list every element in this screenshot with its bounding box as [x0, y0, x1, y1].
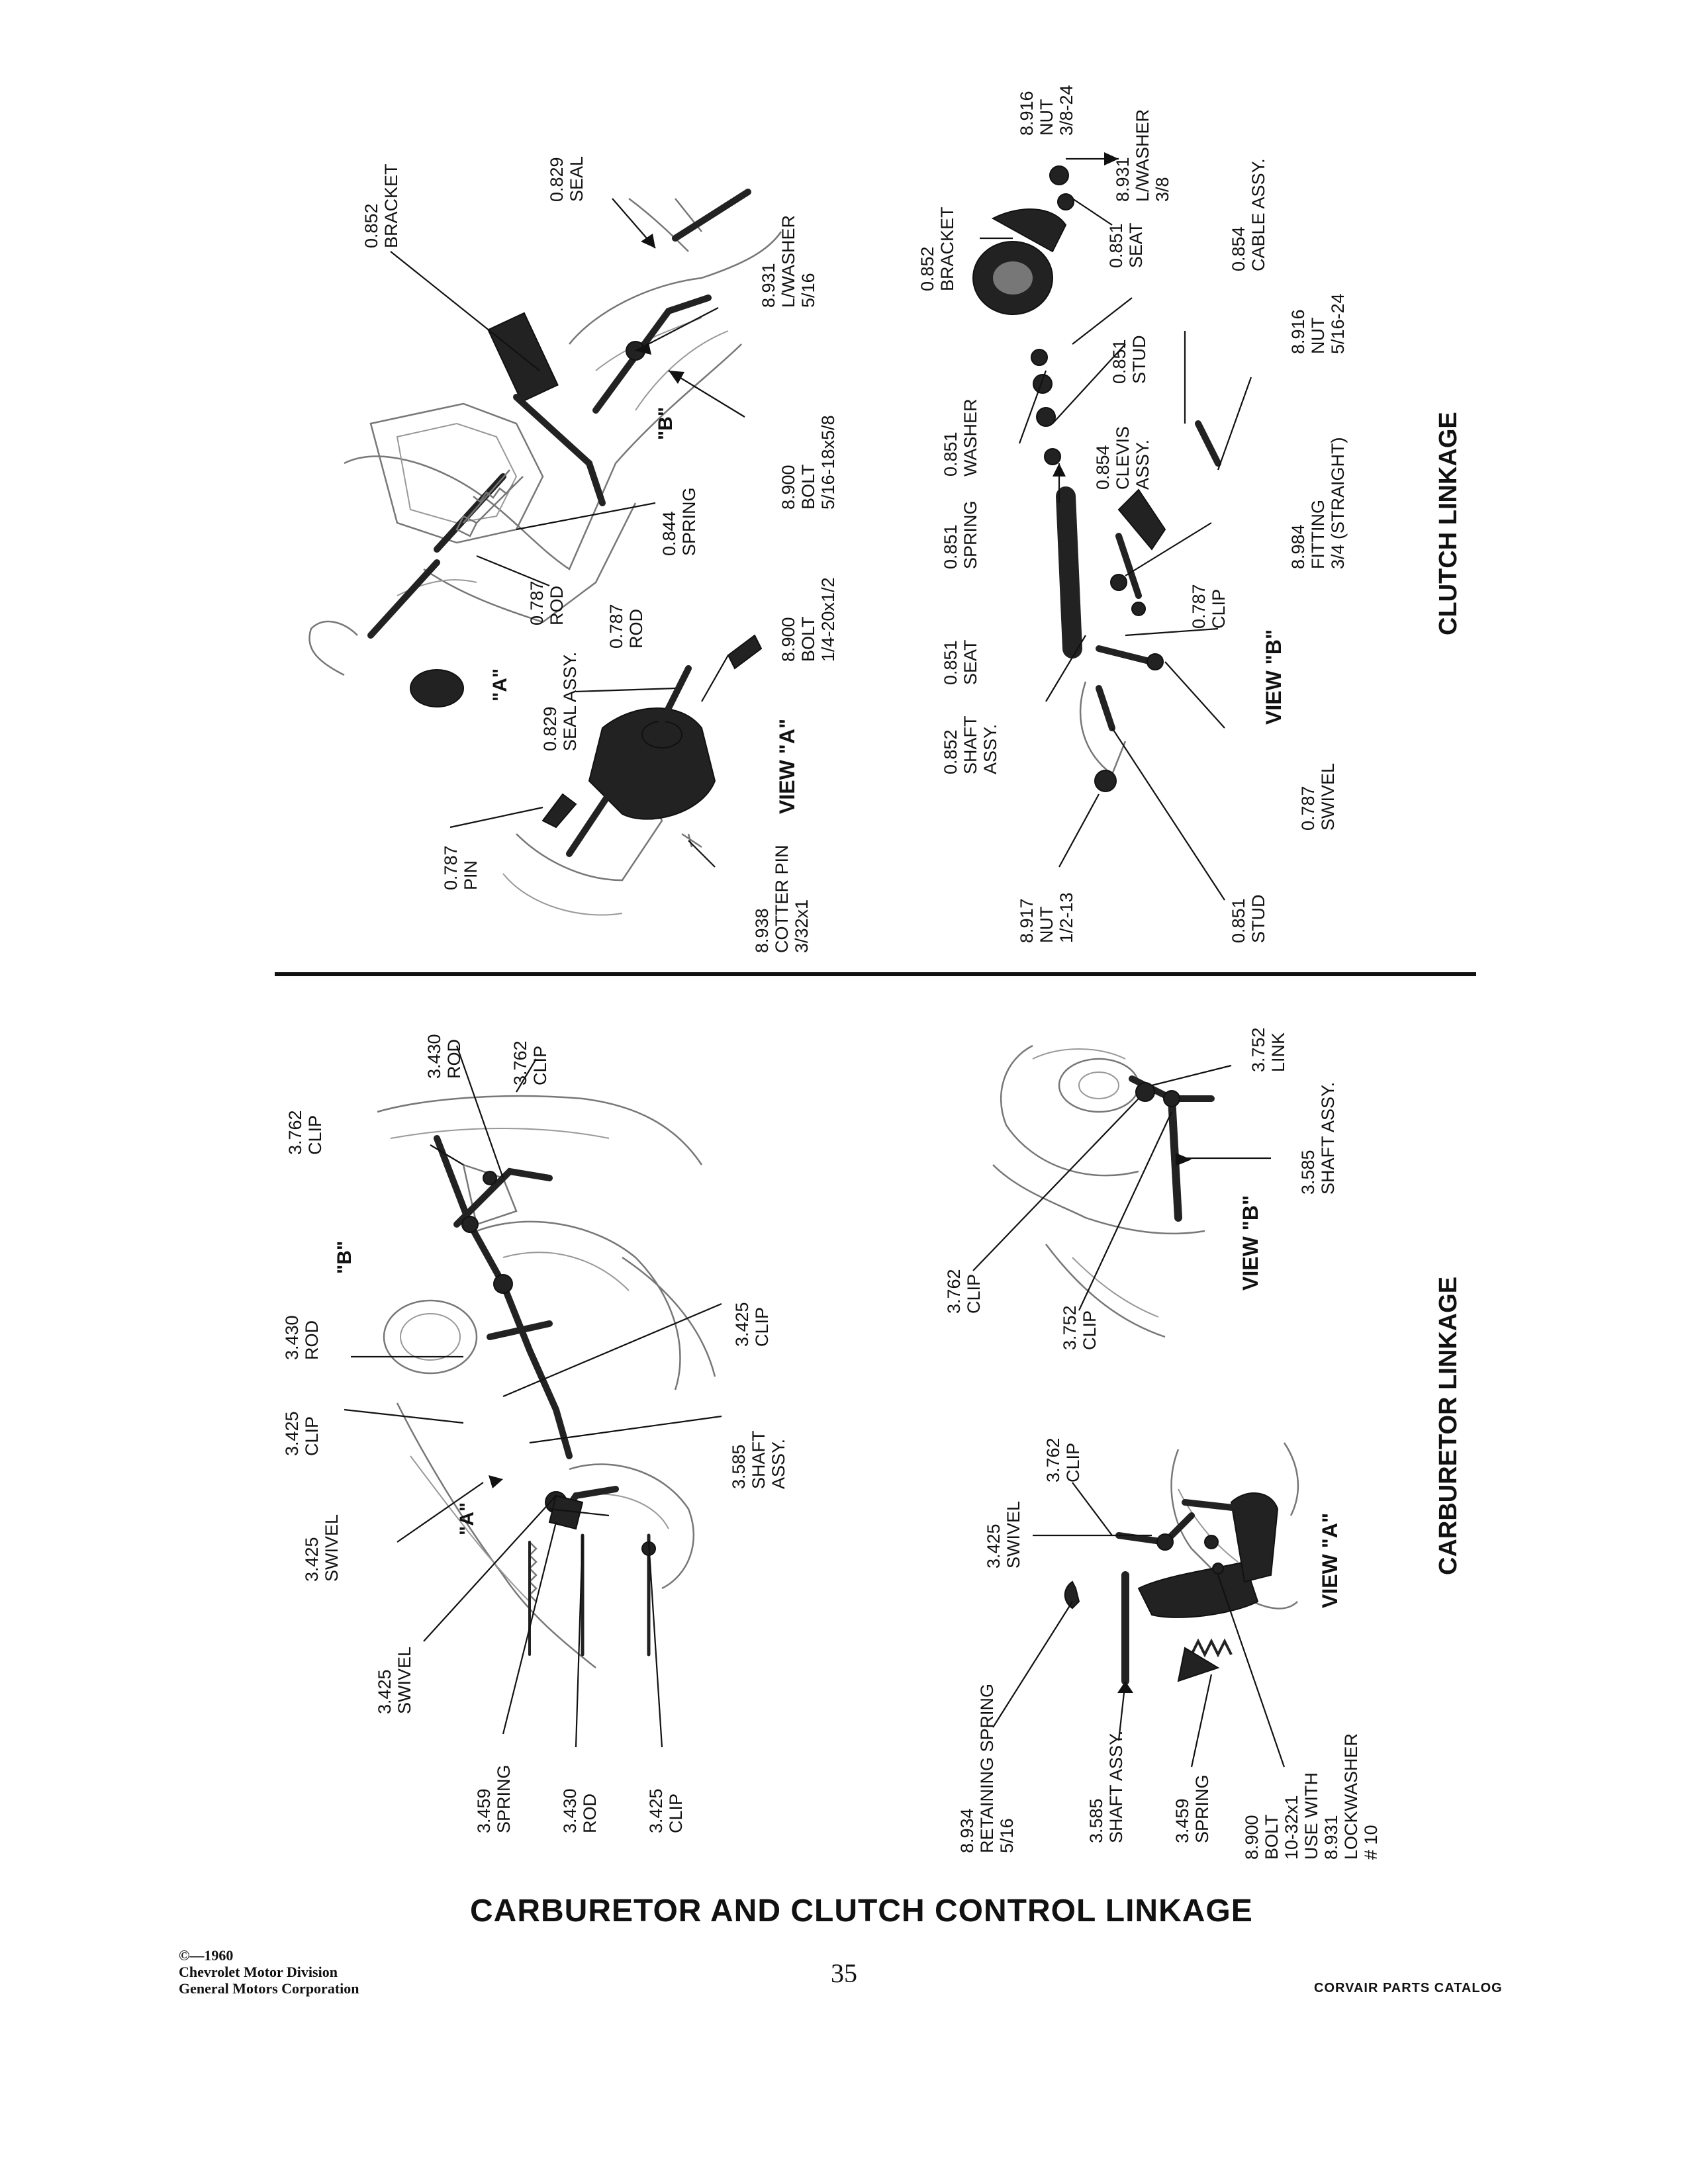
label-8931-lwasher-5-16: 8.931L/WASHER5/16	[759, 215, 818, 308]
label-0852-bracket: 0.852BRACKET	[361, 163, 401, 248]
label-0787-swivel: 0.787SWIVEL	[1298, 763, 1338, 831]
label-0851-seat-a: 0.851SEAT	[1106, 222, 1146, 268]
label-8938-cotter-pin: 8.938COTTER PIN3/32x1	[752, 844, 812, 953]
page-number: 35	[831, 1958, 857, 1988]
label-8916-nut-5-16: 8.916NUT5/16-24	[1288, 293, 1348, 354]
label-0852-bracket-b: 0.852BRACKET	[917, 206, 957, 291]
copyright-block: ©—1960 Chevrolet Motor Division General …	[179, 1947, 359, 1997]
label-view-a-carb: VIEW "A"	[1318, 1513, 1342, 1608]
carburetor-view-a-illustration	[1064, 1442, 1299, 1685]
label-3425-swivel-view-a: 3.425SWIVEL	[984, 1501, 1023, 1569]
label-3430-rod-top: 3.430ROD	[424, 1034, 464, 1079]
label-3425-clip-left: 3.425CLIP	[282, 1411, 322, 1456]
label-8900-bolt-5-16: 8.900BOLT5/16-18x5/8	[778, 415, 838, 510]
label-8931-lwasher-3-8: 8.931L/WASHER3/8	[1113, 109, 1172, 202]
label-3459-spring-view-a: 3.459SPRING	[1172, 1774, 1212, 1843]
carburetor-main-illustration	[377, 1095, 716, 1668]
page-title: CARBURETOR AND CLUTCH CONTROL LINKAGE	[470, 1893, 1253, 1929]
label-0854-cable-assy: 0.854CABLE ASSY.	[1229, 158, 1268, 271]
clutch-main-illustration	[308, 189, 782, 707]
label-3425-clip-right: 3.425CLIP	[732, 1302, 772, 1347]
label-8984-fitting: 8.984FITTING3/4 (STRAIGHT)	[1288, 437, 1348, 569]
label-0854-clevis-assy: 0.854CLEVISASSY.	[1093, 426, 1152, 490]
label-8900-bolt-1-4: 8.900BOLT1/4-20x1/2	[778, 577, 838, 662]
label-8900-bolt-lockwasher: 8.900BOLT10-32x1USE WITH8.931LOCKWASHER#…	[1242, 1733, 1381, 1860]
label-a-marker-carb: "A"	[456, 1502, 478, 1535]
label-3762-clip-left: 3.762CLIP	[285, 1110, 325, 1155]
label-0787-pin: 0.787PIN	[441, 845, 481, 890]
label-0829-seal-assy: 0.829SEAL ASSY.	[540, 652, 580, 751]
label-3430-rod-bottom: 3.430ROD	[560, 1788, 600, 1833]
section-title-carburetor: CARBURETOR LINKAGE	[1434, 1277, 1462, 1575]
label-0851-washer: 0.851WASHER	[941, 398, 980, 477]
label-3585-shaft-assy-view-a: 3.585SHAFT ASSY.	[1086, 1731, 1126, 1843]
label-0852-shaft-assy: 0.852SHAFTASSY.	[941, 715, 1000, 774]
label-0851-stud-a: 0.851STUD	[1109, 336, 1149, 385]
label-0851-stud-b: 0.851STUD	[1229, 895, 1268, 944]
label-8934-retaining-spring: 8.934RETAINING SPRING5/16	[957, 1684, 1017, 1853]
label-view-b-carb: VIEW "B"	[1239, 1195, 1262, 1291]
label-0844-spring: 0.844SPRING	[659, 487, 699, 556]
label-0851-seat-b: 0.851SEAT	[941, 639, 980, 685]
clutch-view-b-illustration	[972, 165, 1221, 792]
label-a-marker-clutch: "A"	[489, 668, 511, 702]
carburetor-labels: 3.430ROD 3.762CLIP 3.762CLIP "B" 3.430RO…	[282, 1027, 1462, 1860]
label-3762-clip-top: 3.762CLIP	[510, 1040, 550, 1085]
label-3762-clip-view-b: 3.762CLIP	[944, 1269, 984, 1314]
label-3430-rod-mid: 3.430ROD	[282, 1315, 322, 1360]
label-view-b-clutch: VIEW "B"	[1262, 629, 1286, 725]
label-0829-seal: 0.829SEAL	[547, 156, 586, 202]
label-0787-clip: 0.787CLIP	[1189, 584, 1229, 629]
label-0851-spring: 0.851SPRING	[941, 500, 980, 569]
label-view-a-clutch: VIEW "A"	[775, 719, 799, 814]
section-title-clutch: CLUTCH LINKAGE	[1434, 412, 1462, 635]
label-3459-spring-main: 3.459SPRING	[474, 1764, 514, 1833]
leader-lines	[344, 152, 1286, 1768]
label-b-marker-carb: "B"	[334, 1241, 355, 1274]
copyright-year: ©—1960	[179, 1947, 234, 1964]
label-3762-clip-view-a: 3.762CLIP	[1043, 1437, 1083, 1482]
label-0787-rod-b: 0.787ROD	[606, 604, 646, 649]
catalog-name: CORVAIR PARTS CATALOG	[1314, 1981, 1503, 1995]
clutch-view-a-illustration	[502, 634, 763, 916]
label-0787-rod-a: 0.787ROD	[527, 580, 567, 625]
label-3425-swivel-a: 3.425SWIVEL	[302, 1514, 342, 1582]
label-8917-nut: 8.917NUT1/2-13	[1017, 892, 1076, 943]
label-3752-link: 3.752LINK	[1248, 1027, 1288, 1072]
copyright-division: Chevrolet Motor Division	[179, 1964, 338, 1980]
label-8916-nut-3-8: 8.916NUT3/8-24	[1017, 85, 1076, 136]
label-3425-clip-bottom: 3.425CLIP	[646, 1788, 686, 1833]
label-3752-clip: 3.752CLIP	[1060, 1305, 1100, 1350]
label-b-marker-clutch: "B"	[655, 407, 677, 440]
copyright-corporation: General Motors Corporation	[179, 1980, 359, 1997]
label-3585-shaft-assy-main: 3.585SHAFTASSY.	[729, 1430, 788, 1489]
label-3585-shaft-assy-view-b: 3.585SHAFT ASSY.	[1298, 1082, 1338, 1195]
carburetor-view-b-illustration	[992, 1044, 1215, 1338]
clutch-labels: 0.852BRACKET 0.829SEAL 8.931L/WASHER5/16…	[361, 85, 1462, 953]
label-3425-swivel-b: 3.425SWIVEL	[375, 1647, 414, 1714]
